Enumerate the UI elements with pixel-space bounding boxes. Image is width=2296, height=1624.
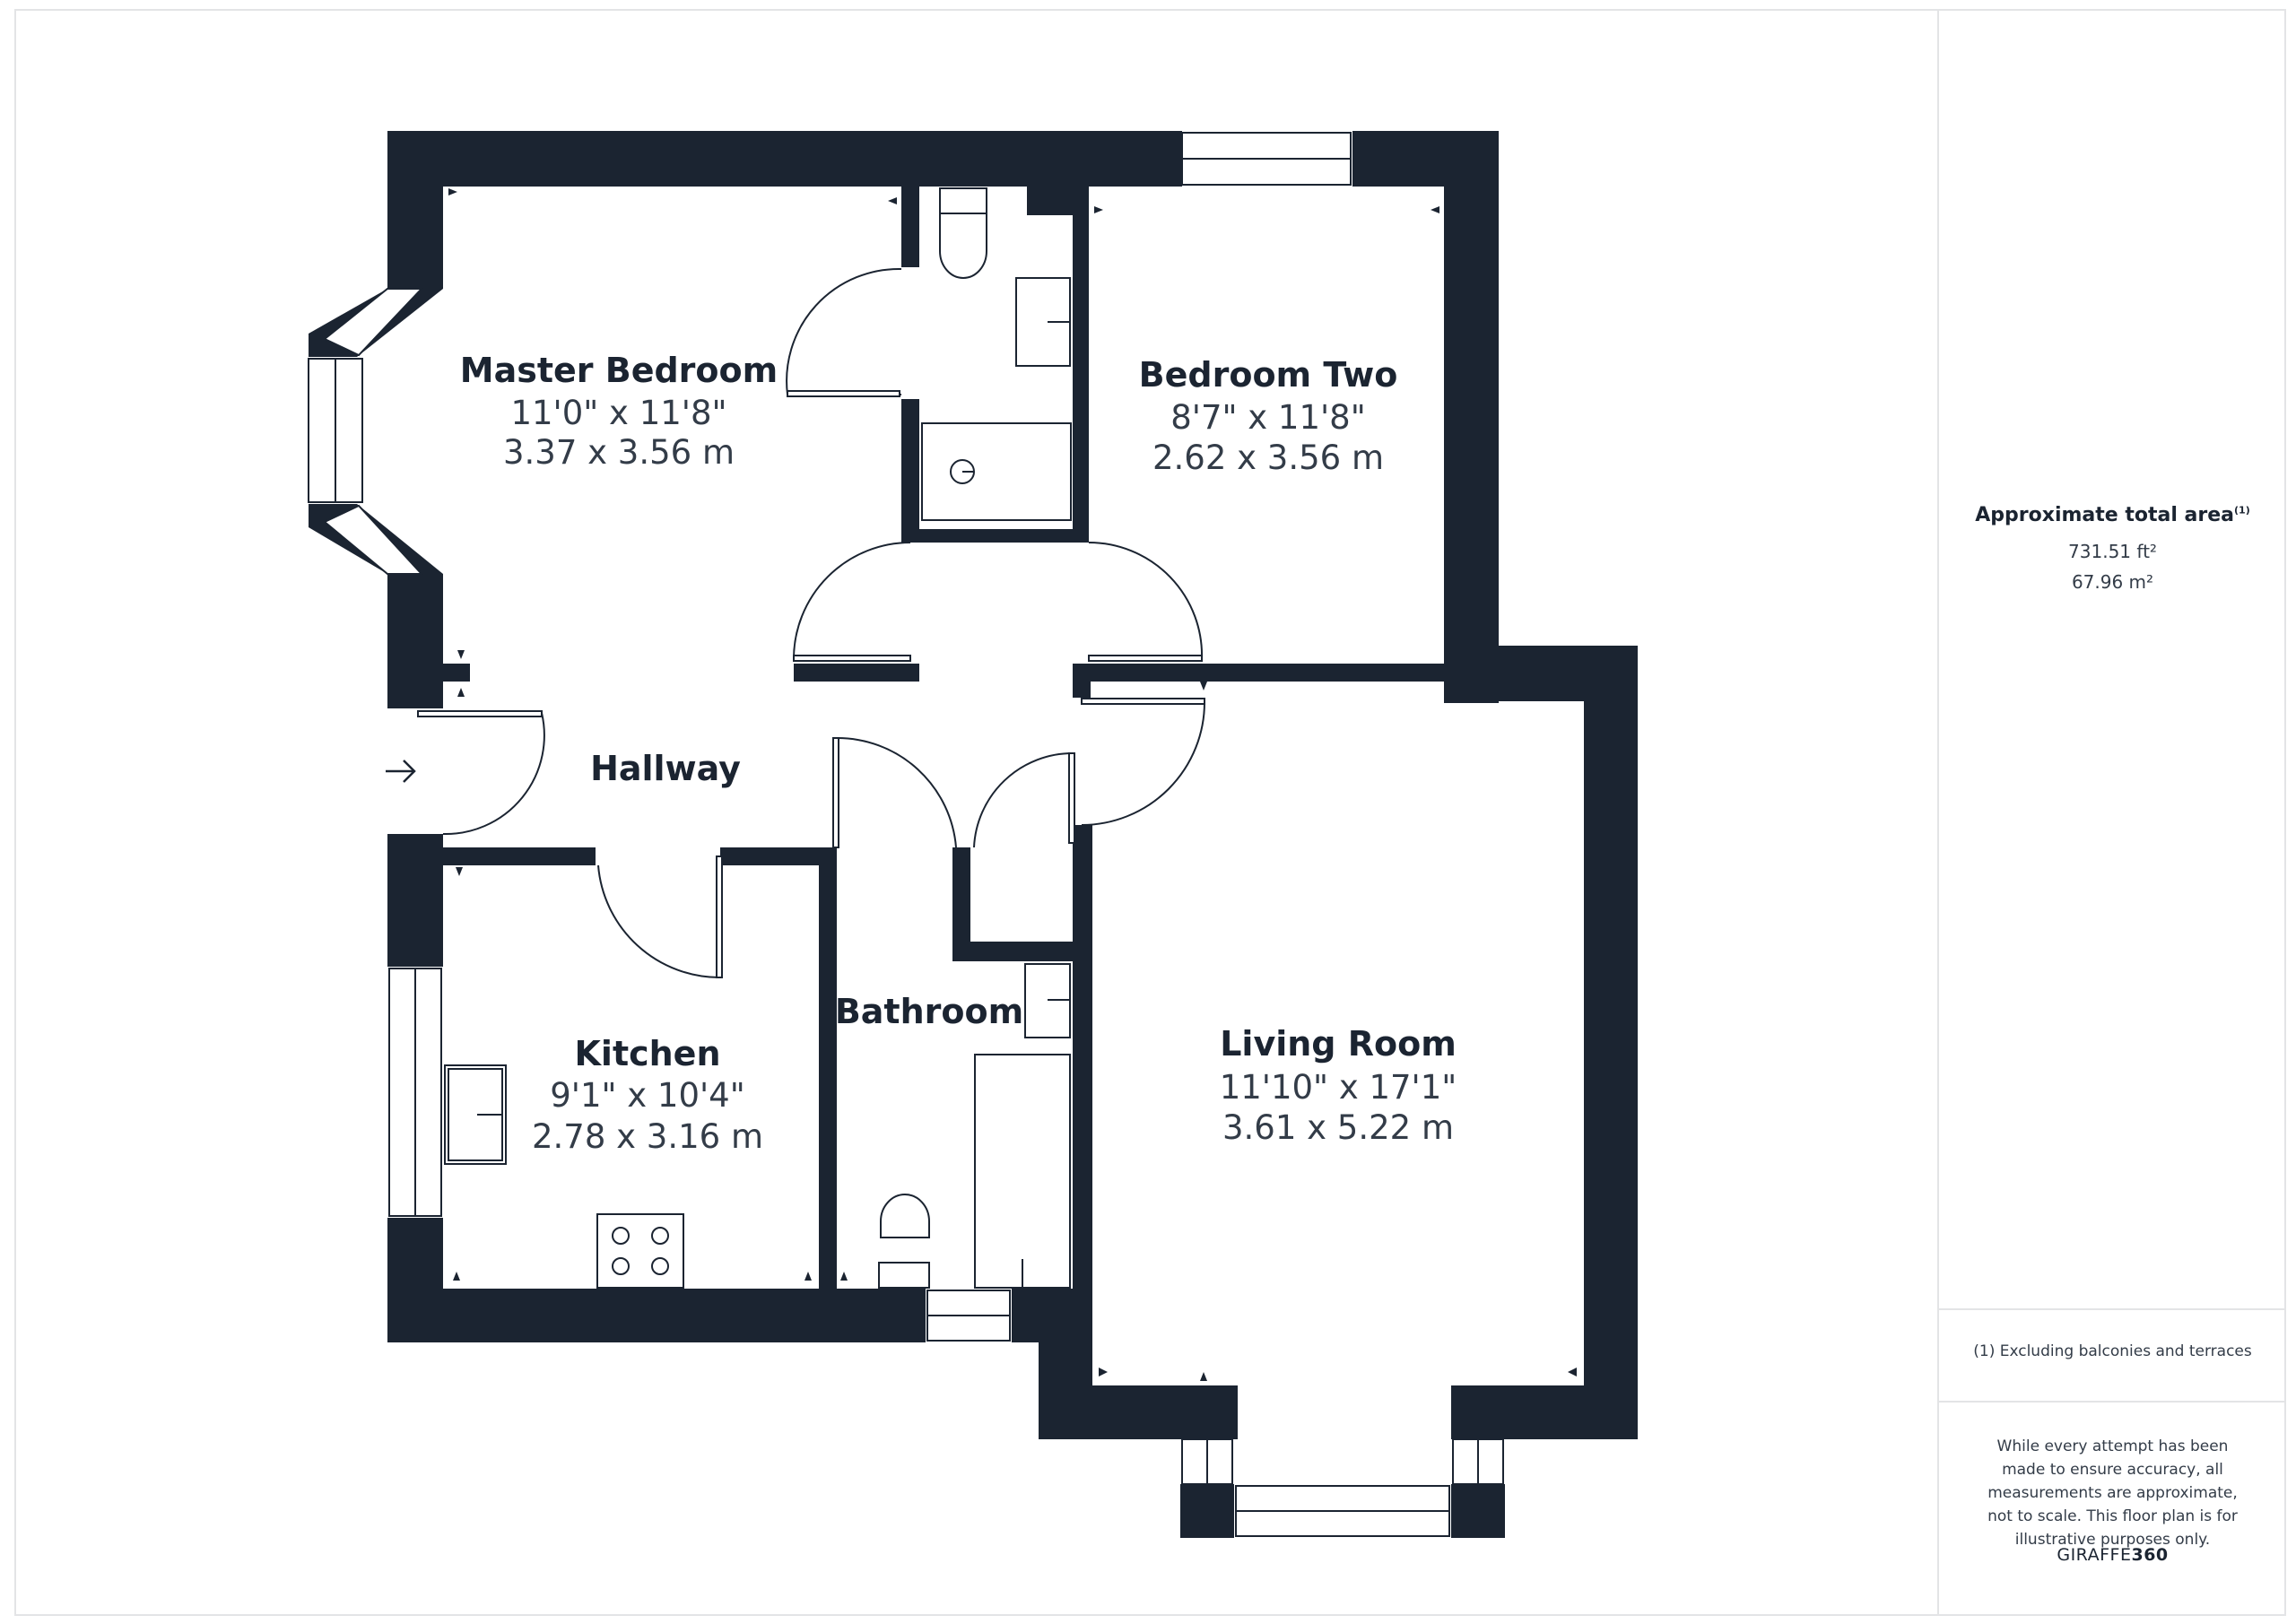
living-room-imperial: 11'10" x 17'1" [1220, 1068, 1457, 1107]
sidebar-divider-1 [1939, 1308, 2286, 1310]
windows [308, 132, 1504, 1537]
doors [417, 267, 1206, 979]
master-bedroom-metric: 3.37 x 3.56 m [503, 433, 735, 472]
exclusion-note: (1) Excluding balconies and terraces [1973, 1342, 2252, 1360]
bathroom-toilet-cistern [878, 1262, 930, 1289]
page-frame [14, 9, 2286, 1616]
living-room-label: Living Room 11'10" x 17'1" 3.61 x 5.22 m [1220, 1024, 1457, 1147]
interior-walls [443, 187, 1444, 1381]
kitchen-name: Kitchen [574, 1034, 720, 1073]
bedroom-two-label: Bedroom Two 8'7" x 11'8" 2.62 x 3.56 m [1139, 355, 1398, 477]
area-sqm: 67.96 m² [2071, 571, 2154, 593]
floor-plan: Master Bedroom 11'0" x 11'8" 3.37 x 3.56… [308, 131, 1638, 1538]
bathtub [974, 1054, 1071, 1289]
bedroom-two-metric: 2.62 x 3.56 m [1152, 439, 1384, 477]
entrance-arrow-icon [386, 760, 416, 783]
master-bedroom-imperial: 11'0" x 11'8" [510, 394, 726, 432]
fixtures [444, 187, 1072, 1289]
living-room-name: Living Room [1220, 1024, 1457, 1064]
brand-logo: GIRAFFE360 [2057, 1545, 2169, 1565]
kitchen-imperial: 9'1" x 10'4" [550, 1076, 745, 1115]
master-bedroom-name: Master Bedroom [460, 351, 778, 390]
area-title: Approximate total area(1) [1975, 504, 2250, 526]
sidebar-divider [1937, 9, 1939, 1616]
measurement-ticks [448, 188, 1577, 1381]
walls [309, 131, 1638, 1538]
bedroom-two-imperial: 8'7" x 11'8" [1170, 398, 1366, 437]
disclaimer-text: While every attempt has been made to ens… [1987, 1437, 2238, 1549]
shower-tray [921, 422, 1072, 521]
ensuite-toilet-cistern [939, 187, 987, 214]
kitchen-hob [596, 1213, 684, 1289]
bathroom-toilet-bowl [880, 1194, 930, 1238]
area-sqft: 731.51 ft² [2068, 541, 2157, 562]
kitchen-label: Kitchen 9'1" x 10'4" 2.78 x 3.16 m [532, 1034, 763, 1156]
ensuite-toilet-bowl [939, 213, 987, 279]
area-footnote-marker: (1) [2234, 504, 2250, 517]
room-labels: Master Bedroom 11'0" x 11'8" 3.37 x 3.56… [460, 351, 1457, 1156]
area-summary: Approximate total area(1) 731.51 ft² 67.… [1939, 504, 2286, 591]
kitchen-metric: 2.78 x 3.16 m [532, 1117, 763, 1156]
bathroom-name: Bathroom [835, 992, 1023, 1031]
bedroom-two-name: Bedroom Two [1139, 355, 1398, 395]
hallway-name: Hallway [590, 749, 741, 788]
master-bedroom-label: Master Bedroom 11'0" x 11'8" 3.37 x 3.56… [460, 351, 778, 472]
living-room-metric: 3.61 x 5.22 m [1222, 1108, 1454, 1147]
sidebar-divider-2 [1939, 1401, 2286, 1403]
